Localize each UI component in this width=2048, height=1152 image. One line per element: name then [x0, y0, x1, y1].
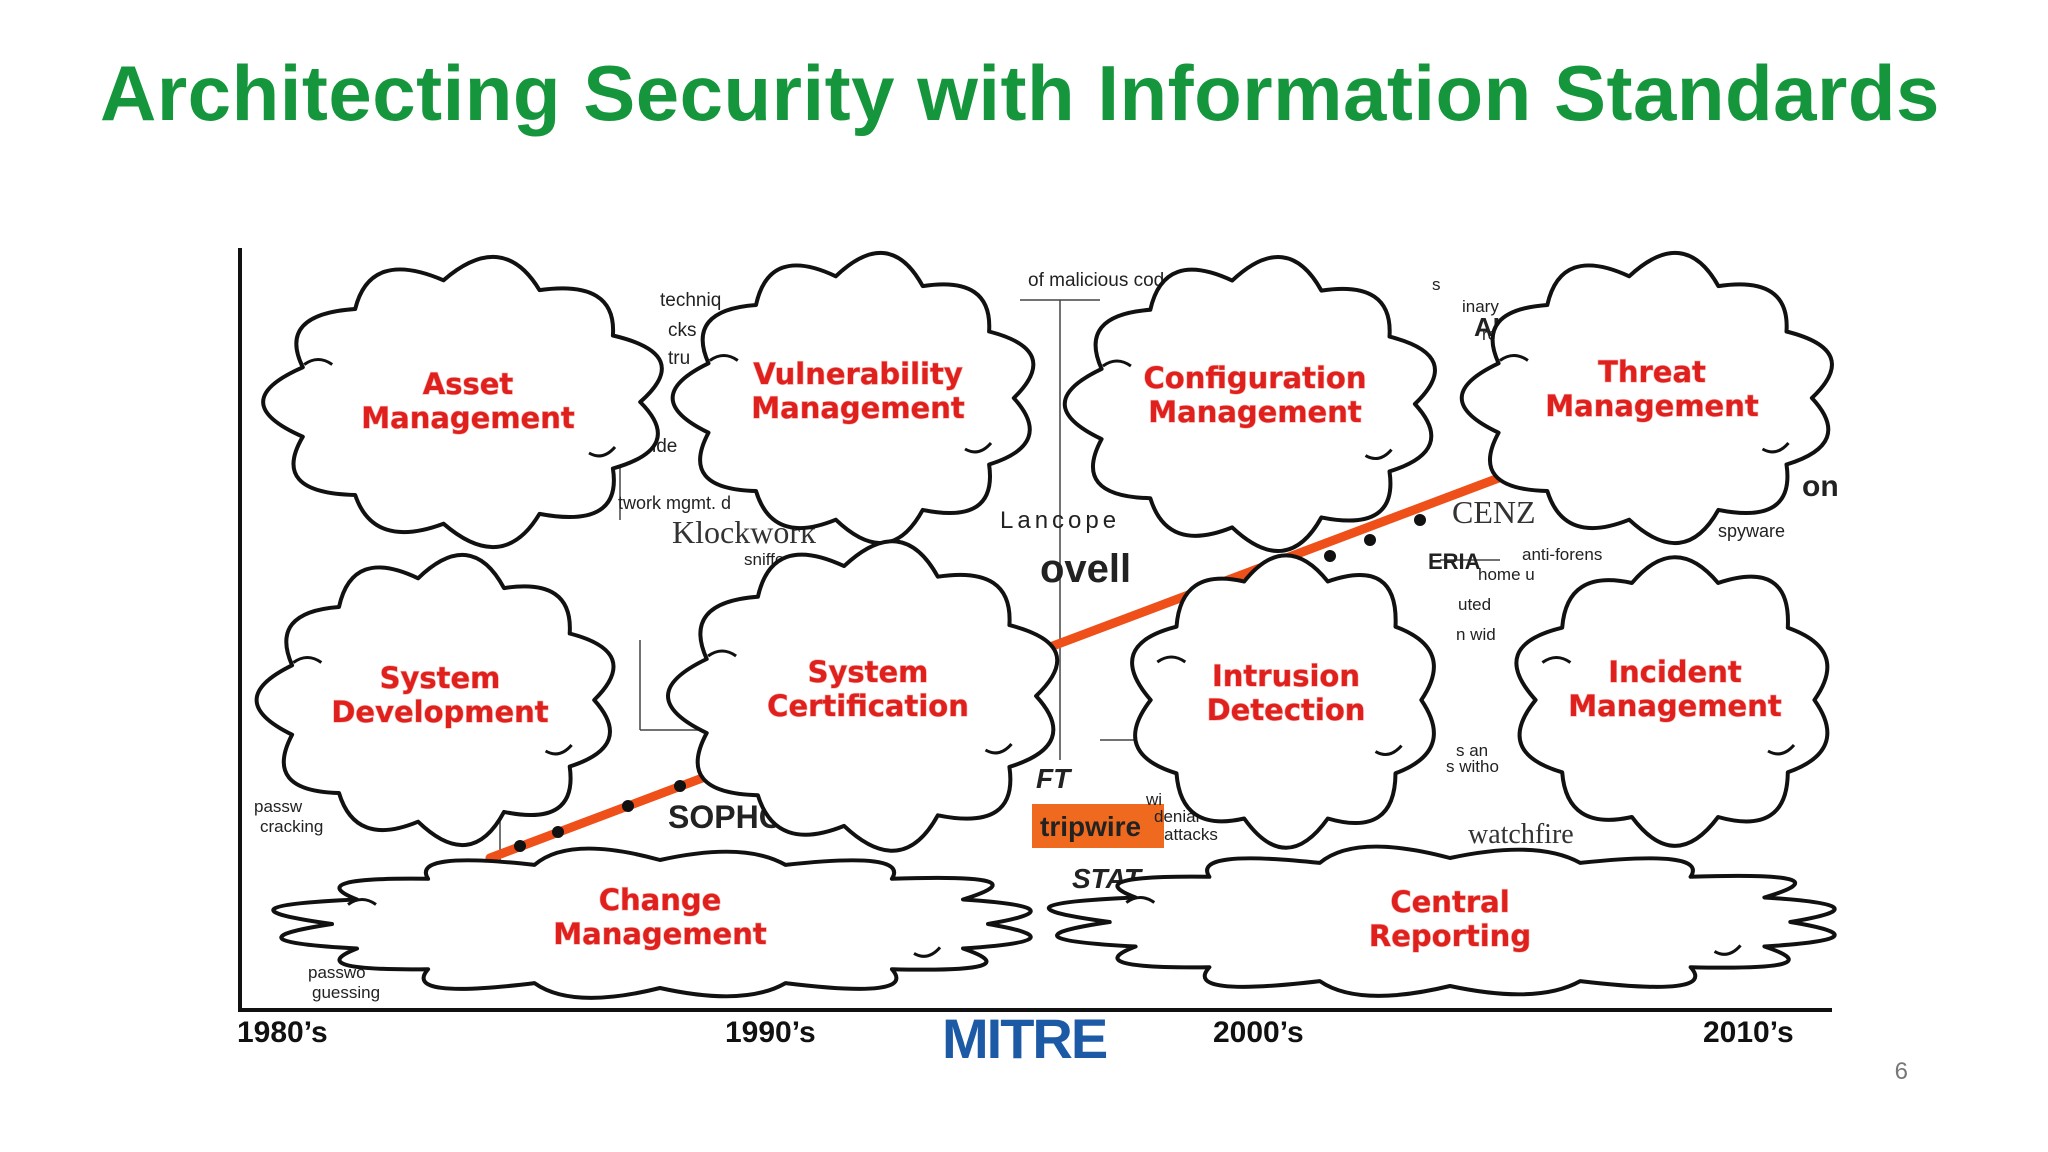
bg-fragment: cracking: [260, 817, 323, 836]
cloud-shape: [261, 255, 664, 549]
tick-label-2010s: 2010’s: [1703, 1016, 1794, 1049]
bg-fragment: inary: [1462, 297, 1499, 316]
trend-dot: [1364, 534, 1376, 546]
cloud-shape: [1062, 255, 1437, 553]
timeline-axes: 1980’s 1990’s 2000’s 2010’s MITRE: [237, 248, 1832, 1070]
cloud-label: Management: [1148, 395, 1362, 429]
cloud-detail: [1156, 655, 1403, 757]
bg-fragment: techniq: [660, 290, 721, 311]
slide-title: Architecting Security with Information S…: [100, 49, 1940, 137]
cloud-shape: [254, 553, 616, 847]
cloud-label: Management: [361, 401, 575, 435]
bg-fragment: n wid: [1456, 625, 1496, 644]
cloud-label: Threat: [1598, 355, 1706, 389]
tick-label-2000s: 2000’s: [1213, 1016, 1304, 1049]
cloud-shape: [271, 846, 1033, 1000]
cloud-label: Detection: [1207, 693, 1366, 727]
cloud-label: Certification: [767, 689, 969, 723]
bg-fragment: s witho: [1446, 757, 1499, 776]
cloud-detail: [1102, 359, 1393, 461]
bg-logo-watchfire: watchfire: [1468, 819, 1574, 850]
trend-dot: [1324, 550, 1336, 562]
cloud-label: Asset: [423, 367, 514, 401]
cloud-shape: [1130, 553, 1436, 850]
cloud-label: Central: [1390, 885, 1509, 919]
cloud-shape: [1046, 844, 1837, 998]
bg-logo-tripwire-box: [1032, 804, 1164, 848]
cloud-shape: [1459, 251, 1834, 545]
background-collage: of malicious code techniq cks tru ide tw…: [254, 270, 1839, 1002]
cloud-label: Vulnerability: [753, 357, 963, 391]
bg-fragment: on: [1802, 470, 1839, 503]
cloud-shape: [1514, 555, 1830, 848]
bg-fragment: cks: [668, 320, 697, 341]
bg-fragment: anti-forens: [1522, 545, 1602, 564]
page-number: 6: [1894, 1058, 1908, 1085]
cloud-detail: [1125, 896, 1742, 956]
cloud-label: Change: [599, 883, 722, 917]
bg-fragment: s an: [1456, 741, 1488, 760]
cloud-shape: [666, 539, 1060, 853]
cloud-label: Development: [331, 695, 548, 729]
cloud-detail: [1499, 354, 1790, 454]
cloud-label: Management: [1568, 689, 1782, 723]
bg-logo-tripwire: tripwire: [1040, 811, 1141, 842]
cloud-shape: [670, 251, 1036, 545]
cloud-label: Management: [751, 391, 965, 425]
trend-dot: [514, 840, 526, 852]
cloud-label: Intrusion: [1212, 659, 1360, 693]
tick-label-1990s: 1990’s: [725, 1016, 816, 1049]
bg-fragment: ERIA: [1428, 549, 1481, 574]
trend-dot: [674, 780, 686, 792]
cloud-detail: [707, 649, 1013, 755]
bg-fragment: tru: [668, 348, 690, 369]
cloud-label: Management: [553, 917, 767, 951]
cloud-detail: [347, 898, 942, 958]
cloud-detail: [292, 656, 573, 756]
cloud-label: Management: [1545, 389, 1759, 423]
bg-logo-novell: ovell: [1040, 547, 1131, 591]
bg-fragment: s: [1432, 275, 1441, 294]
cloud-detail: [303, 358, 617, 458]
bg-fragment: guessing: [312, 983, 380, 1002]
bg-fragment: twork mgmt. d: [618, 493, 731, 513]
cloud-detail: [1541, 656, 1796, 756]
trend-dot: [622, 800, 634, 812]
trend-dot: [1414, 514, 1426, 526]
bg-fragment: passw: [254, 797, 303, 816]
bg-fragment: attacks: [1164, 825, 1218, 844]
cloud-label: Reporting: [1369, 919, 1531, 953]
cloud-label: Configuration: [1144, 361, 1367, 395]
cloud-label: Incident: [1608, 655, 1742, 689]
cloud-detail: [708, 354, 993, 454]
bg-fragment: home u: [1478, 565, 1535, 584]
bg-fragment: FT: [1036, 763, 1073, 794]
bg-logo-lancope: Lancope: [1000, 507, 1120, 534]
bg-fragment: wi: [1145, 790, 1162, 809]
bg-logo-cenz: CENZ: [1452, 494, 1536, 530]
cloud-layer: AssetManagementVulnerabilityManagementCo…: [254, 251, 1837, 1000]
cloud-label: System: [808, 655, 929, 689]
tick-label-1980s: 1980’s: [237, 1016, 328, 1049]
trend-dot: [552, 826, 564, 838]
mitre-logo: MITRE: [942, 1007, 1107, 1070]
bg-fragment: denial: [1154, 807, 1199, 826]
bg-fragment: uted: [1458, 595, 1491, 614]
bg-fragment: of malicious code: [1028, 270, 1175, 291]
bg-fragment: spyware: [1718, 521, 1785, 541]
cloud-label: System: [380, 661, 501, 695]
